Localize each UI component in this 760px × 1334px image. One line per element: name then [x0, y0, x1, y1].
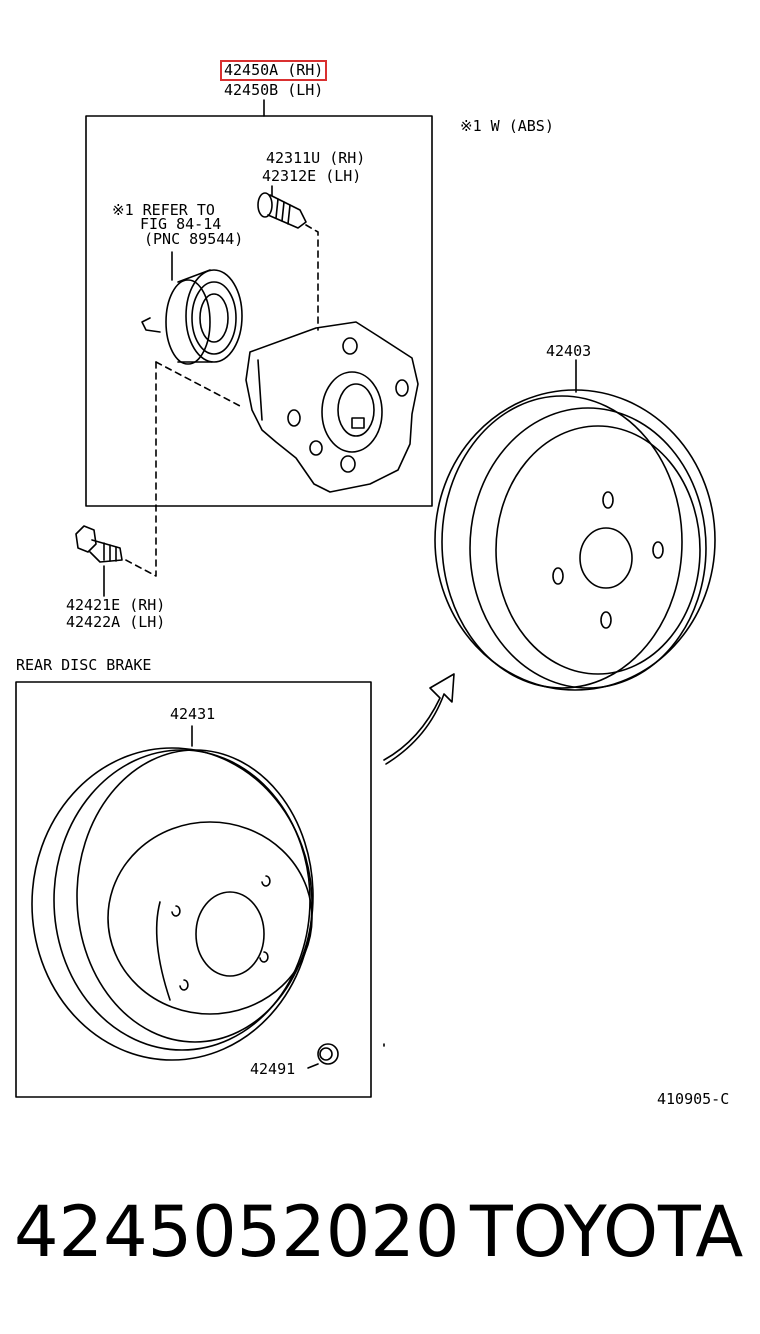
brand-name: TOYOTA — [470, 1191, 744, 1273]
section-title: REAR DISC BRAKE — [16, 656, 152, 674]
label-refer-line-2: FIG 84-14 — [140, 215, 222, 233]
hub-assembly-box — [85, 115, 433, 507]
label-bolt-lh: 42422A (LH) — [66, 613, 166, 631]
arrow-icon — [383, 673, 455, 765]
label-hub-lh: 42450B (LH) — [224, 81, 324, 99]
diagram-code: 410905-C — [657, 1090, 730, 1108]
label-disc: 42431 — [170, 705, 216, 723]
bolt-dashed-leader — [155, 361, 241, 407]
label-bolt-rh: 42421E (RH) — [66, 596, 166, 614]
label-refer-line-3: (PNC 89544) — [144, 230, 244, 248]
label-refer-line-1: ※1 REFER TO — [112, 201, 215, 219]
label-plug: 42491 — [250, 1060, 296, 1078]
label-hub-rh: 42450A (RH) — [219, 60, 328, 81]
hub-bolt-icon — [75, 525, 123, 597]
label-stud-lh: 42312E (LH) — [262, 167, 362, 185]
brake-disc-icon — [31, 725, 314, 1061]
hub-flange-icon — [245, 321, 419, 493]
bolt-dashed-leader-2 — [121, 361, 157, 577]
hub-stud-icon — [257, 185, 319, 331]
abs-sensor-ring-icon — [141, 251, 243, 365]
label-abs-note: ※1 W (ABS) — [460, 117, 554, 135]
rear-disc-brake-box — [15, 681, 372, 1098]
brake-drum-icon — [434, 359, 716, 691]
plug-icon — [307, 1043, 339, 1069]
label-stud-rh: 42311U (RH) — [266, 149, 366, 167]
part-number: 4245052020 — [14, 1191, 460, 1273]
label-drum: 42403 — [546, 342, 592, 360]
